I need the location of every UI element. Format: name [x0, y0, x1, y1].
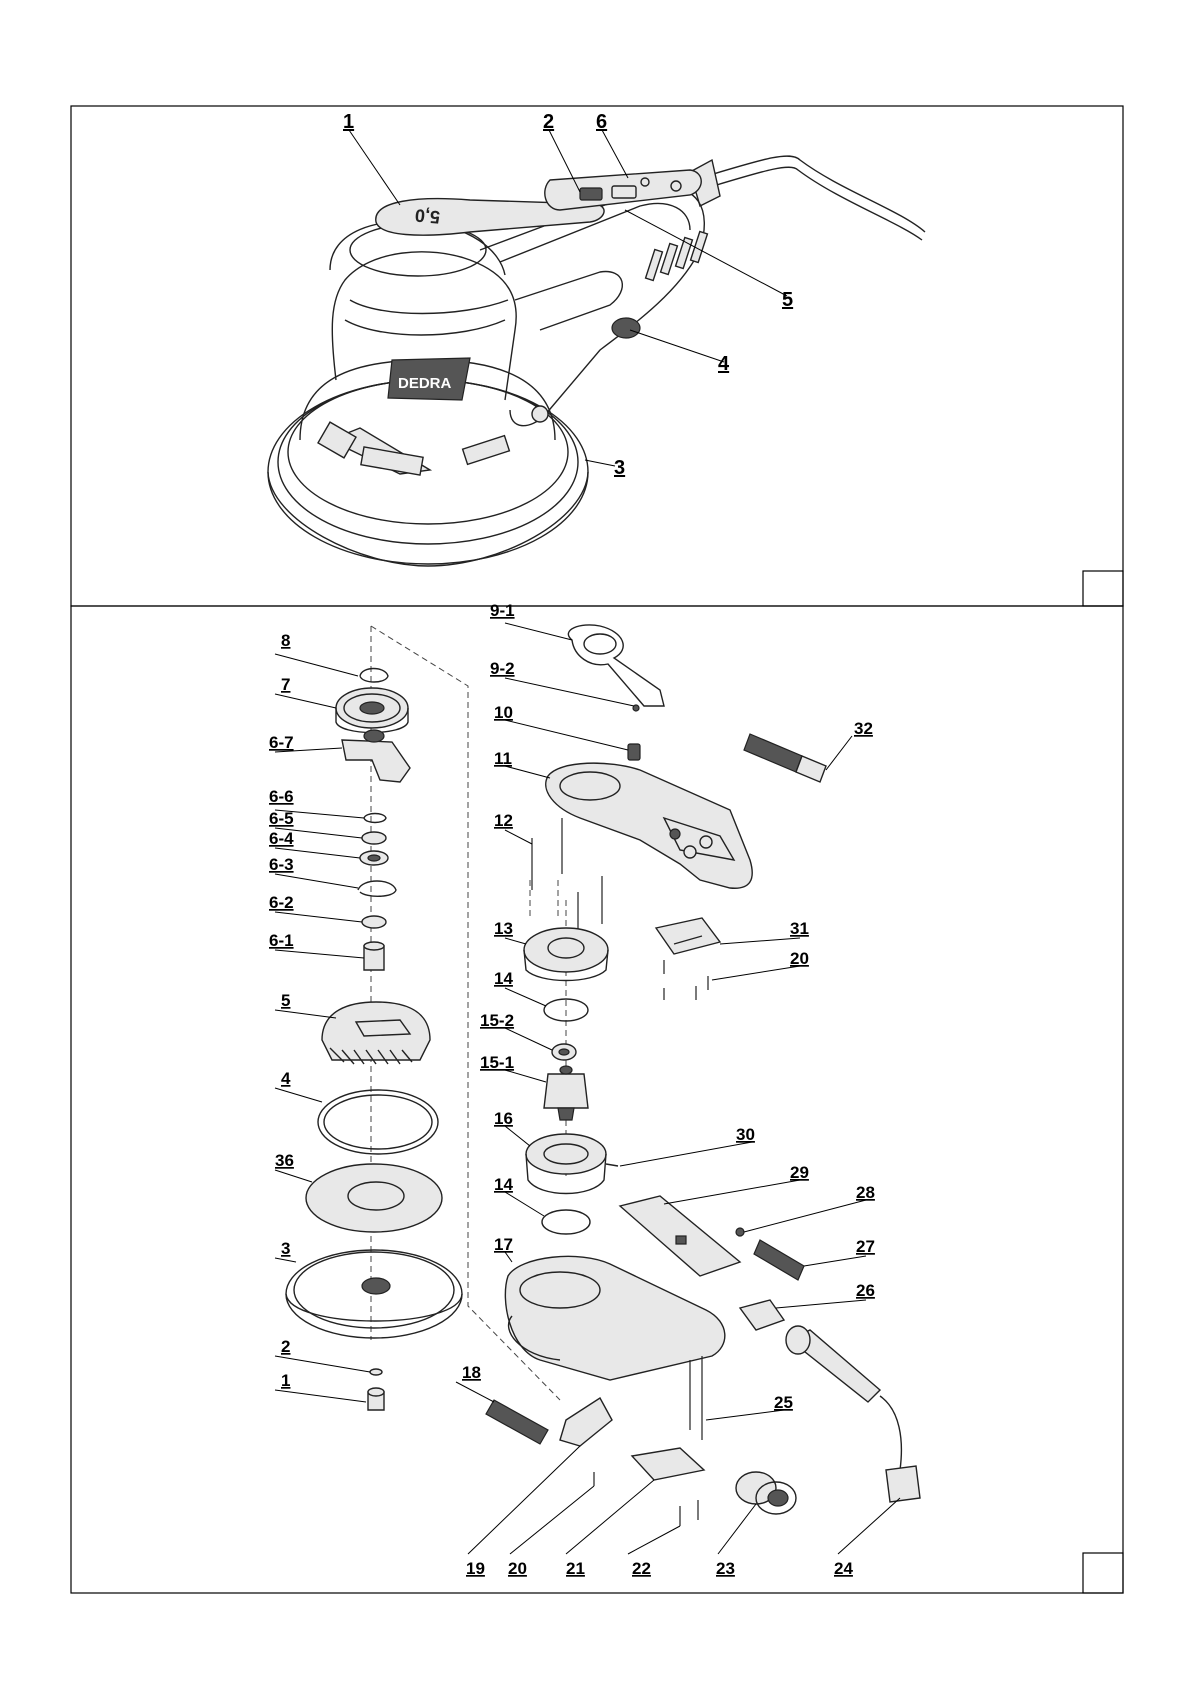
label-5: 5 [281, 991, 290, 1010]
label-1-top: 1 [343, 111, 354, 133]
overview-labels: 1 2 6 5 4 3 [343, 111, 793, 479]
label-6-4: 6-4 [269, 829, 294, 848]
label-25: 25 [774, 1393, 793, 1412]
label-36: 36 [275, 1151, 294, 1170]
label-14-upper: 14 [494, 969, 513, 988]
label-17: 17 [494, 1235, 513, 1254]
label-12: 12 [494, 811, 513, 830]
label-19: 19 [466, 1559, 485, 1578]
label-1: 1 [281, 1371, 290, 1390]
center-column-parts [486, 625, 752, 1526]
label-11: 11 [494, 749, 512, 768]
label-15-2: 15-2 [480, 1011, 514, 1030]
label-15-1: 15-1 [480, 1053, 514, 1072]
label-3: 3 [281, 1239, 290, 1258]
label-3-top: 3 [614, 457, 625, 479]
label-20-right: 20 [790, 949, 809, 968]
bottom-frame-corner-box [1083, 1553, 1123, 1593]
label-6-7: 6-7 [269, 733, 294, 752]
label-23: 23 [716, 1559, 735, 1578]
top-frame-corner-box [1083, 571, 1123, 606]
label-28: 28 [856, 1183, 875, 1202]
label-6-1: 6-1 [269, 931, 294, 950]
label-30: 30 [736, 1125, 755, 1144]
brand-logo-text: DEDRA [398, 375, 452, 392]
vent-slots [646, 231, 708, 280]
label-2: 2 [281, 1337, 290, 1356]
label-22: 22 [632, 1559, 651, 1578]
label-14-lower: 14 [494, 1175, 513, 1194]
label-10: 10 [494, 703, 513, 722]
label-7: 7 [281, 675, 290, 694]
label-6-6: 6-6 [269, 787, 294, 806]
label-27: 27 [856, 1237, 875, 1256]
right-column-parts [606, 734, 920, 1514]
label-13: 13 [494, 919, 513, 938]
label-6-5: 6-5 [269, 809, 294, 828]
label-2-top: 2 [543, 111, 554, 133]
label-32: 32 [854, 719, 873, 738]
label-21: 21 [566, 1559, 585, 1578]
label-26: 26 [856, 1281, 875, 1300]
bottom-frame [71, 606, 1123, 1593]
label-24: 24 [834, 1559, 853, 1578]
label-9-1: 9-1 [490, 601, 515, 620]
label-31: 31 [790, 919, 809, 938]
label-29: 29 [790, 1163, 809, 1182]
label-18: 18 [462, 1363, 481, 1382]
label-4: 4 [281, 1069, 291, 1088]
label-6-2: 6-2 [269, 893, 294, 912]
label-16: 16 [494, 1109, 513, 1128]
left-column-parts [286, 669, 462, 1411]
label-9-2: 9-2 [490, 659, 515, 678]
label-4-top: 4 [718, 353, 730, 375]
label-5-top: 5 [782, 289, 793, 311]
label-6-top: 6 [596, 111, 607, 133]
sander-assembled: DEDRA 5,0 [268, 156, 925, 566]
label-20-bottom: 20 [508, 1559, 527, 1578]
label-8: 8 [281, 631, 290, 650]
speed-marking: 5,0 [414, 205, 441, 227]
label-6-3: 6-3 [269, 855, 294, 874]
